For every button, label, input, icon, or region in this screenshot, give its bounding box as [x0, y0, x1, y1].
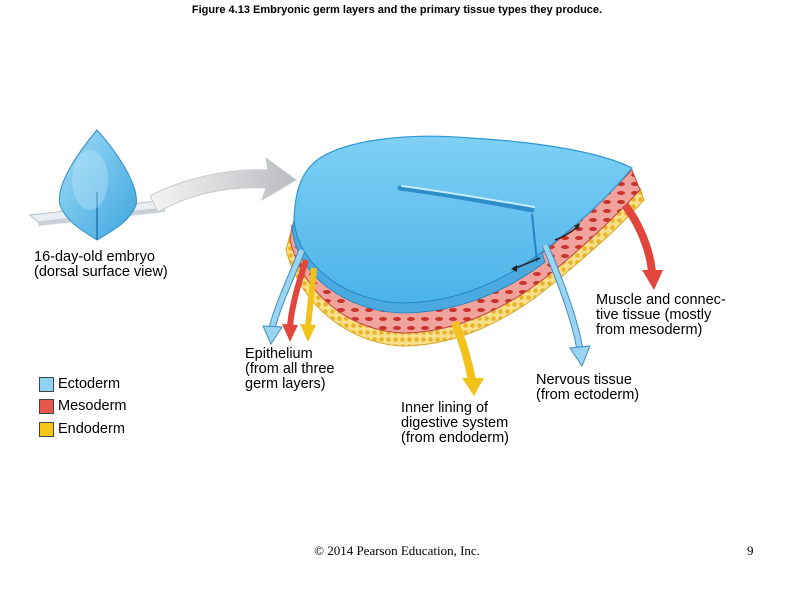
muscle-arrow: [621, 202, 663, 290]
page-number: 9: [747, 543, 754, 558]
nervous-arrow: [541, 243, 591, 368]
epithelium-label: Epithelium (from all three germ layers): [245, 346, 335, 392]
legend-item-ectoderm: Ectoderm: [39, 375, 120, 393]
legend-item-mesoderm: Mesoderm: [39, 397, 127, 415]
legend-label: Endoderm: [58, 420, 125, 437]
muscle-tissue-label: Muscle and connec- tive tissue (mostly f…: [596, 292, 726, 338]
endoderm-swatch: [39, 421, 54, 437]
legend-label: Mesoderm: [58, 397, 127, 414]
legend-item-endoderm: Endoderm: [39, 420, 125, 438]
embryo-section-illustration: [285, 135, 645, 347]
ectoderm-swatch: [39, 376, 54, 392]
digestive-lining-label: Inner lining of digestive system (from e…: [401, 400, 509, 446]
copyright-notice: © 2014 Pearson Education, Inc.: [314, 543, 480, 558]
epithelium-arrows: [262, 248, 317, 346]
legend-label: Ectoderm: [58, 375, 121, 392]
mesoderm-swatch: [39, 398, 54, 414]
embryo-small-illustration: [28, 129, 167, 241]
gray-pointer-arrow: [149, 156, 297, 213]
nervous-tissue-label: Nervous tissue (from ectoderm): [536, 372, 640, 403]
embryo-caption: 16-day-old embryo (dorsal surface view): [34, 249, 168, 280]
figure-title: Figure 4.13 Embryonic germ layers and th…: [191, 4, 603, 16]
digestive-arrow: [451, 320, 484, 396]
